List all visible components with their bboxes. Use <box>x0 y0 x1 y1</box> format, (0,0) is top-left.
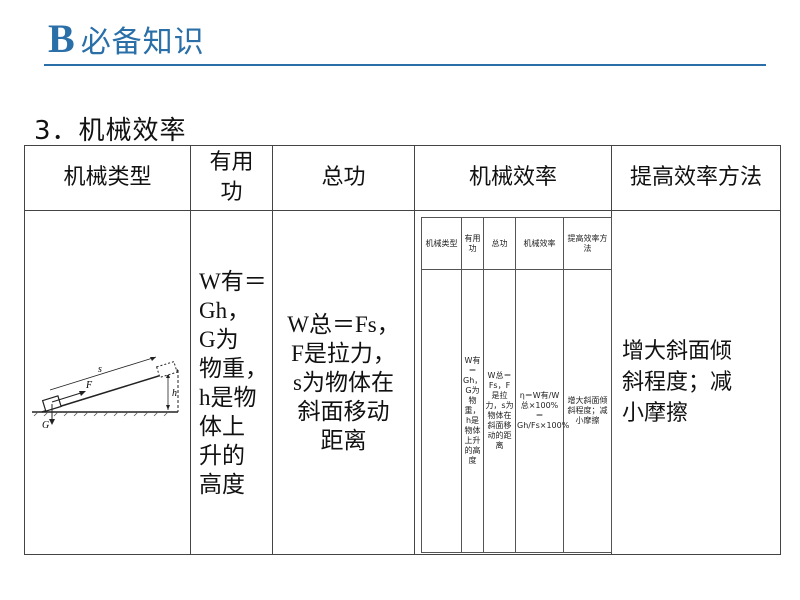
mini-header: 机械效率 <box>515 217 564 270</box>
improve-method-cell: 增大斜面倾 斜程度；减 小摩擦 <box>611 210 781 555</box>
embedded-table-image: 机械类型 有用功 总功 机械效率 提高效率方法 W有＝Gh，G为物重，h是物体上… <box>415 211 612 554</box>
total-line: F是拉力， <box>291 341 396 366</box>
total-line: s为物体在 <box>293 370 394 395</box>
G-label: G <box>42 420 49 430</box>
useful-line: h是物 <box>199 384 257 410</box>
incline-diagram: s F h G <box>31 356 178 431</box>
header-useful-work: 有用功 <box>190 145 273 211</box>
header-efficiency: 机械效率 <box>414 145 612 211</box>
total-work-cell: W总＝Fs， F是拉力， s为物体在 斜面移动 距离 <box>272 210 415 555</box>
header-improve-method: 提高效率方法 <box>611 145 781 211</box>
mini-table: 机械类型 有用功 总功 机械效率 提高效率方法 W有＝Gh，G为物重，h是物体上… <box>421 217 612 553</box>
method-line: 小摩擦 <box>622 401 689 426</box>
total-line: W总＝Fs， <box>287 312 400 337</box>
header-divider <box>44 64 766 66</box>
mini-efficiency: η＝W有/W总×100%＝Gh/Fs×100% <box>515 269 569 553</box>
page-title: 必备知识 <box>80 25 205 60</box>
incline-diagram-cell: s F h G <box>24 210 191 555</box>
method-line: 斜程度；减 <box>622 370 733 395</box>
mini-useful: W有＝Gh，G为物重，h是物体上升的高度 <box>461 269 484 553</box>
mini-diagram-cell <box>421 269 462 553</box>
incline-surface <box>41 368 178 413</box>
s-label: s <box>98 364 102 375</box>
ground-hatch <box>33 411 168 416</box>
header-improve-method-label: 提高效率方法 <box>629 165 762 190</box>
useful-line: G为 <box>199 326 239 352</box>
header-machine-type: 机械类型 <box>24 145 191 211</box>
useful-line: W有＝ <box>199 268 267 294</box>
useful-line: 体上 <box>199 413 245 439</box>
header-useful-work-label: 有用功 <box>209 150 254 205</box>
efficiency-cell: 机械类型 有用功 总功 机械效率 提高效率方法 W有＝Gh，G为物重，h是物体上… <box>414 210 612 555</box>
table-header-row: 机械类型 有用功 总功 机械效率 提高效率方法 <box>24 145 781 211</box>
useful-line: 升的 <box>199 442 245 468</box>
useful-line: Gh， <box>199 297 251 323</box>
header: B 必备知识 <box>48 14 205 64</box>
mini-header: 有用功 <box>461 217 484 270</box>
section-title: 3．机械效率 <box>34 116 187 146</box>
block-bottom <box>41 394 62 412</box>
h-label: h <box>172 388 177 399</box>
section-logo: B <box>48 16 75 61</box>
mini-header: 提高效率方法 <box>563 217 612 270</box>
mini-total: W总＝Fs，F是拉力，s为物体在斜面移动的距离 <box>483 269 516 553</box>
useful-work-cell: W有＝ Gh， G为 物重， h是物 体上 升的 高度 <box>190 210 273 555</box>
total-line: 距离 <box>320 428 367 453</box>
method-line: 增大斜面倾 <box>622 339 733 364</box>
table-row: s F h G W有＝ Gh， G为 物重， h是物 体上 升的 高度 W总＝F… <box>24 210 781 555</box>
efficiency-table: 机械类型 有用功 总功 机械效率 提高效率方法 <box>24 145 781 555</box>
mini-header: 总功 <box>483 217 516 270</box>
force-arrow <box>51 391 84 402</box>
header-total-work: 总功 <box>272 145 415 211</box>
s-arrow <box>49 356 156 390</box>
mini-method: 增大斜面倾斜程度；减小摩擦 <box>563 269 612 553</box>
useful-line: 物重， <box>199 355 268 381</box>
F-label: F <box>85 380 93 391</box>
useful-line: 高度 <box>199 471 245 497</box>
block-top <box>155 360 178 378</box>
total-line: 斜面移动 <box>297 399 390 424</box>
mini-header: 机械类型 <box>421 217 462 270</box>
